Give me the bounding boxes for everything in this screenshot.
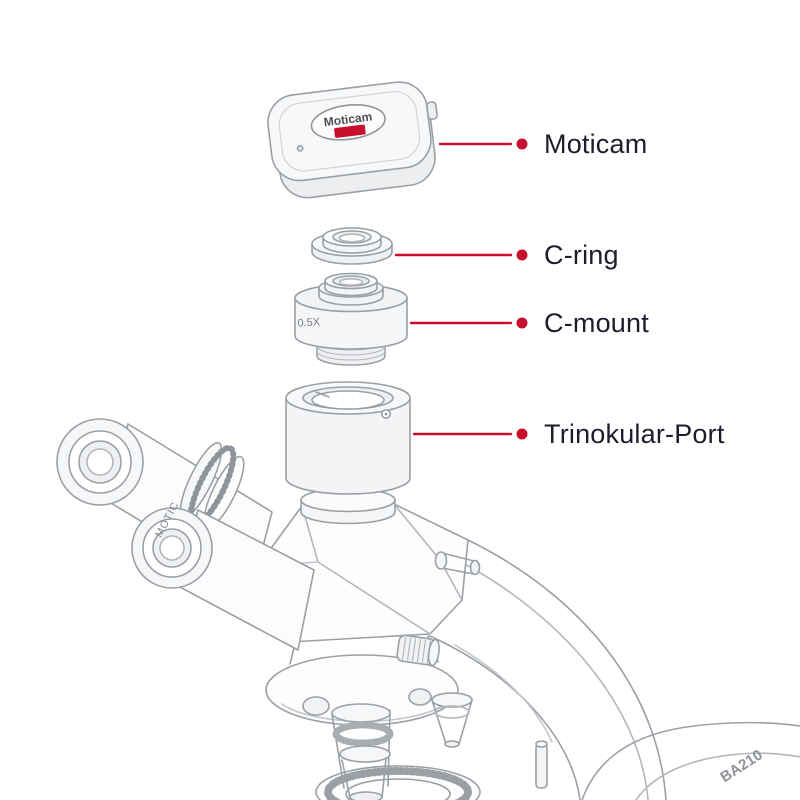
callout-label-moticam: Moticam [544,129,648,159]
arm-outer-accent [460,561,649,800]
trinocular-port-illustration [285,381,411,495]
camera-led-dot [296,145,304,152]
objective-lens-2 [431,692,473,748]
cring-opening [338,233,366,243]
eyepiece-far-lens [86,448,114,476]
port-body [285,397,411,495]
camera-logo-badge [334,124,366,138]
callout-dots [516,138,528,440]
turret-hole-right [408,688,432,706]
port-opening [311,390,385,410]
focus-knob [396,634,440,667]
port-screw-dot [384,412,388,416]
model-text: BA210 [717,746,765,786]
head-side-pin [434,551,481,576]
cmount-thread-line [316,350,386,361]
eyepiece-near-lens [159,535,185,561]
camera-logo-oval [310,104,386,141]
camera-side-connector [426,101,438,120]
arm-inner-accent [454,644,553,743]
cmount-body [294,297,408,350]
objective-knurl-band [332,721,394,747]
cmount-mag-text: 0.5X [297,316,321,330]
port-keyway [315,391,330,398]
callout-dot-c-mount [516,317,528,329]
callout-lines [394,142,513,436]
callout-dot-moticam [516,138,528,150]
cmount-thread-line [316,345,386,356]
microscope-illustration: BA210 [56,418,800,800]
callout-label-c-mount: C-mount [544,308,649,338]
condenser-ring-knurl [324,767,472,800]
moticam-camera-illustration: Moticam [267,81,438,199]
arm-inner-curve [429,635,581,800]
c-mount-illustration: 0.5X [294,272,408,366]
callout-label-c-ring: C-ring [544,240,619,270]
c-ring-illustration [311,227,393,265]
turret-hole-left [302,696,330,716]
base-curve-upper [581,721,800,800]
base-curve-lower [635,752,800,800]
callout-dot-trinokular-port [516,428,528,440]
stage-pin-cap [535,740,548,748]
stage-pin [535,743,548,789]
arm-outer-curve [467,539,667,800]
callout-label-trinokular-port: Trinokular-Port [544,419,725,449]
cmount-opening [338,277,364,286]
objective-lens-1 [331,703,394,800]
callout-dot-c-ring [516,249,528,261]
camera-top-inset [278,91,421,172]
camera-brand-text: Moticam [323,109,373,129]
